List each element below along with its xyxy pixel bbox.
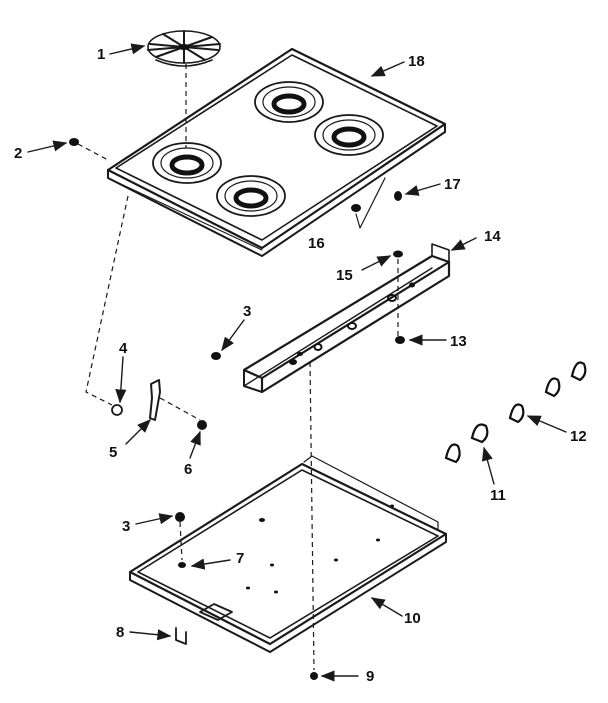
screw-16 (351, 204, 361, 212)
screw-17 (394, 191, 402, 201)
knob-b (470, 423, 489, 444)
knob-c (508, 403, 525, 424)
screw-6 (197, 420, 207, 430)
callout-18: 18 (408, 53, 425, 70)
callout-16: 16 (308, 235, 325, 252)
callout-5: 5 (109, 444, 117, 461)
screw-2 (69, 138, 79, 146)
callout-11: 11 (490, 487, 506, 504)
bottom-pan (128, 455, 448, 653)
screw-9 (310, 672, 318, 680)
grommet-4 (111, 404, 123, 416)
burner-rear-right (314, 114, 384, 156)
burner-grate (147, 30, 221, 67)
knob-a (444, 443, 461, 464)
leader-3-lower (179, 521, 183, 561)
callout-arrows (27, 43, 567, 682)
burner-front-left (152, 142, 222, 184)
leader-5-6 (159, 397, 201, 421)
knob-e (570, 361, 587, 382)
callout-13: 13 (450, 333, 467, 350)
callout-3-lower: 3 (122, 518, 130, 535)
callout-labels: 1 2 3 3 4 5 6 7 8 9 10 11 12 13 14 15 16… (14, 46, 587, 685)
screw-15 (393, 250, 403, 258)
callout-3-upper: 3 (243, 303, 251, 320)
callout-10: 10 (404, 610, 421, 627)
leader-center (309, 361, 315, 671)
callout-1: 1 (97, 46, 105, 63)
callout-15: 15 (336, 267, 353, 284)
callout-4: 4 (119, 340, 128, 357)
burner-front-right (216, 175, 286, 217)
callout-12: 12 (570, 428, 587, 445)
leader-4 (85, 195, 129, 406)
callout-9: 9 (366, 668, 374, 685)
leader-2 (77, 143, 109, 161)
screw-3-lower (175, 512, 185, 522)
knob-d (544, 377, 561, 398)
callout-17: 17 (444, 176, 461, 193)
bracket-5 (149, 379, 161, 421)
manifold-panel (242, 243, 451, 394)
callout-6: 6 (184, 461, 192, 478)
screw-3-upper (211, 352, 221, 360)
callout-7: 7 (236, 550, 244, 567)
cooktop (106, 47, 447, 257)
screw-13 (395, 336, 405, 344)
burner-rear-left (254, 81, 324, 123)
callout-14: 14 (484, 228, 501, 245)
callout-2: 2 (14, 145, 22, 162)
callout-8: 8 (116, 624, 124, 641)
leader-16-17 (355, 177, 386, 229)
